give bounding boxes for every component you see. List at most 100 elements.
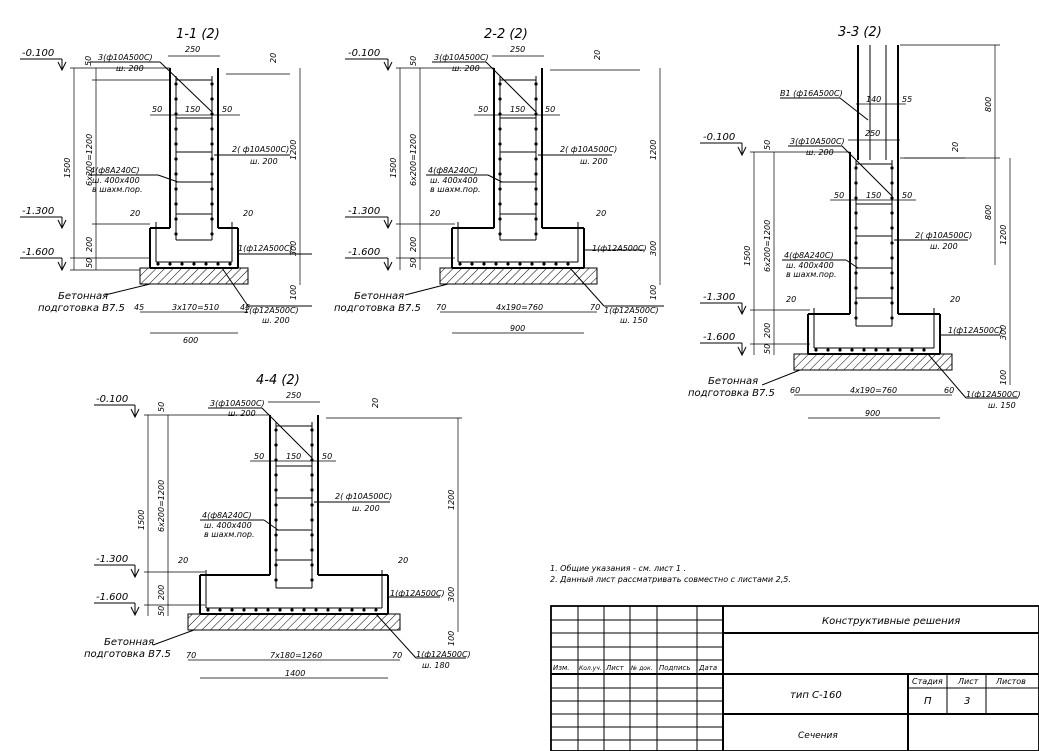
dimension-label: 4(ф8А240С) (202, 511, 252, 520)
rebar-dot (534, 202, 538, 206)
pos3-label: 3(ф10А500С) (98, 53, 153, 62)
rebar-dot (278, 608, 282, 612)
dimension-label: 20 (130, 209, 140, 218)
object-name: тип С-160 (790, 690, 842, 701)
rebar-dot (310, 488, 314, 492)
dimension-label: 1200 (649, 140, 658, 160)
dimension-label: 1200 (289, 140, 298, 160)
dimension-label: ш. 200 (262, 316, 290, 325)
rebar-dot (874, 348, 878, 352)
dimension-label: 3x170=510 (172, 303, 219, 312)
dimension-label: в шахм.пор. (430, 185, 481, 194)
dimension-label: Бетонная (708, 376, 758, 387)
dimension-label: 800 (984, 97, 993, 112)
rebar-dot (534, 217, 538, 221)
title-block: Изм. Кол.уч. Лист № док. Подпись Дата Ко… (550, 605, 1039, 751)
dimension-label: 4x190=760 (496, 303, 543, 312)
rebar-dot (838, 348, 842, 352)
rebar-dot (850, 348, 854, 352)
level-mid: -1.300 (22, 206, 54, 217)
column (149, 68, 239, 269)
level-marks: -0.100 -1.300 -1.600 (20, 48, 67, 272)
rebar-dot (826, 348, 830, 352)
dimension-label: 20 (269, 53, 278, 63)
rebar-dot (174, 97, 178, 101)
dimension-label: ш. 400х400 (92, 176, 140, 185)
section-title: 3-3 (2) (838, 25, 882, 40)
dimension-label: 100 (447, 631, 456, 646)
rebar-dot (274, 488, 278, 492)
dimension-label: 150 (185, 105, 200, 114)
left-dimensions: 50 1500 6x200=1200 200 50 (389, 56, 494, 270)
dimension-label: -1.300 (703, 292, 735, 303)
sheet-title: Сечения (798, 731, 838, 741)
dimension-label: 250 (185, 45, 200, 54)
dimension-label: 4(ф8А240С) (428, 166, 478, 175)
dimension-label: 3(ф10А500С) (434, 53, 489, 62)
dimension-label: 300 (999, 325, 1008, 340)
dimension-label: 200 (157, 585, 166, 600)
rebar-dot (470, 262, 474, 266)
rebar-dot (534, 97, 538, 101)
rebar-dot (326, 608, 330, 612)
rebar-dot (290, 608, 294, 612)
dimension-label: -1.600 (348, 247, 380, 258)
rebar-dot (274, 578, 278, 582)
section-4-4: 4-4 (2) -0.100 -1.300 -1.600 50 1500 6x2… (84, 373, 471, 679)
rebar-dot (534, 142, 538, 146)
rebar-dot (266, 608, 270, 612)
general-notes: 1. Общие указания - см. лист 1 . 2. Данн… (550, 564, 791, 584)
dimension-label: Бетонная (104, 637, 154, 648)
section-title: 4-4 (2) (256, 373, 300, 388)
dimension-label: 50 (478, 105, 488, 114)
dimension-label: 50 (409, 56, 418, 66)
rebar-dot (218, 608, 222, 612)
prep-label-1: Бетонная (58, 291, 108, 302)
dimension-label: 20 (398, 556, 408, 565)
dimension-label: 1(ф12А500С) (390, 589, 445, 598)
dimension-label: 50 (222, 105, 232, 114)
rebar-dot (374, 608, 378, 612)
stamp-h-izm: Изм. (553, 664, 569, 672)
stamp-h-list: Лист (605, 664, 625, 672)
dimension-label: 45 (134, 303, 144, 312)
rebar-dot (854, 286, 858, 290)
dimension-label: -1.600 (703, 332, 735, 343)
concrete-prep (793, 353, 953, 371)
rebar-dot (890, 256, 894, 260)
dimension-label: 200 (409, 237, 418, 252)
rebar-dot (886, 348, 890, 352)
dimension-label: -0.100 (348, 48, 380, 59)
rebar-dot (498, 157, 502, 161)
dimension-label: ш. 200 (452, 64, 480, 73)
dimension-label: 2( ф10А500С) (335, 492, 392, 501)
dimension-label: Бетонная (354, 291, 404, 302)
dimension-label: 100 (649, 285, 658, 300)
rebar-dot (274, 458, 278, 462)
rebar-dot (534, 82, 538, 86)
dimension-label: 50 (157, 606, 166, 616)
dimension-label: ш. 400х400 (204, 521, 252, 530)
dimension-label: 50 (545, 105, 555, 114)
rebar-dot (854, 256, 858, 260)
stamp-h-sign: Подпись (659, 664, 691, 672)
dimension-label: в шахм.пор. (786, 270, 837, 279)
rebar-dot (854, 196, 858, 200)
dimension-label: подготовка В7.5 (334, 303, 421, 314)
dimension-label: 20 (243, 209, 253, 218)
rebar-dot (890, 286, 894, 290)
dimension-label: в шахм.пор. (92, 185, 143, 194)
rebar-dot (310, 458, 314, 462)
rebar-dot (566, 262, 570, 266)
dimension-label: -0.100 (96, 394, 128, 405)
dimension-label: 20 (596, 209, 606, 218)
rebar-dot (254, 608, 258, 612)
rebar-dot (210, 217, 214, 221)
rebar-dot (498, 82, 502, 86)
dimension-label: 55 (902, 95, 912, 104)
rebar-dot (890, 166, 894, 170)
dimension-label: ш. 200 (580, 157, 608, 166)
dimension-label: -1.300 (348, 206, 380, 217)
rebar-dot (242, 608, 246, 612)
